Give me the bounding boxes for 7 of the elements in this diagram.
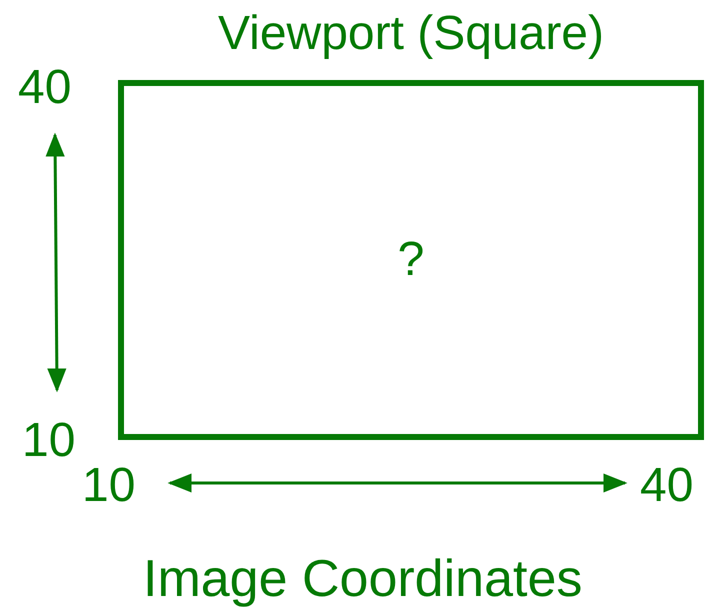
unknown-mark: ? bbox=[398, 236, 424, 284]
axis-value: 10 bbox=[82, 462, 136, 510]
axis-value: 40 bbox=[640, 462, 694, 510]
viewport-heading: Viewport (Square) bbox=[218, 10, 604, 58]
axis-title: Image Coordinates bbox=[143, 553, 582, 605]
axis-value: 10 bbox=[22, 417, 76, 465]
axis-value: 40 bbox=[18, 64, 72, 112]
